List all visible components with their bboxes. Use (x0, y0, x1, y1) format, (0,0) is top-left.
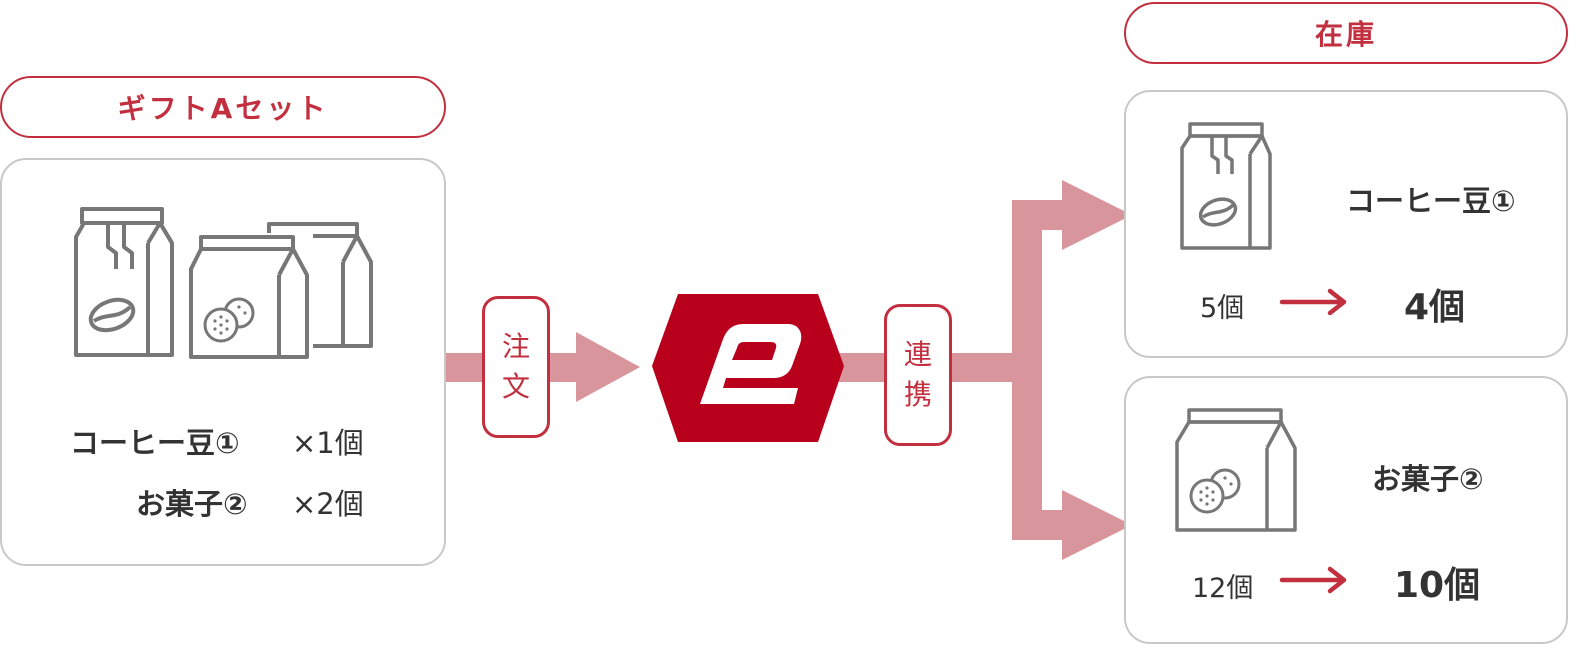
gift-set-panel (0, 158, 446, 566)
stock-sweets-after: 10個 (1394, 565, 1481, 606)
set-item-sweets-name: お菓子② (136, 487, 248, 521)
link-label: 連 携 (884, 304, 952, 446)
link-label-char-1: 連 (903, 338, 932, 371)
branch-bottom-head (1062, 490, 1132, 560)
order-label-char-1: 注 (501, 330, 530, 363)
stock-coffee-after: 4個 (1404, 287, 1466, 328)
branch-top-head (1062, 180, 1132, 250)
branch-vertical (1012, 200, 1042, 540)
coffee-bag-icon (74, 207, 174, 357)
order-label-char-2: 文 (501, 370, 530, 403)
set-item-sweets-qty: ×2個 (292, 487, 364, 521)
decrease-arrow-icon (1279, 566, 1347, 594)
gift-set-title-text: ギフトAセット (117, 92, 329, 125)
sweets-bag-icon (1175, 408, 1297, 532)
set-item-coffee-qty: ×1個 (292, 426, 364, 460)
stock-coffee-name: コーヒー豆① (1346, 184, 1516, 218)
stock-sweets-before: 12個 (1192, 573, 1254, 604)
order-label: 注 文 (482, 296, 550, 438)
e-logo-icon (652, 294, 844, 442)
stock-title: 在庫 (1124, 2, 1568, 64)
coffee-bag-icon (1180, 122, 1272, 250)
stock-sweets-name: お菓子② (1372, 462, 1484, 496)
link-label-char-2: 携 (903, 378, 932, 411)
sweets-bag-front-icon (187, 233, 313, 359)
stock-coffee-before: 5個 (1200, 293, 1245, 324)
decrease-arrow-icon (1279, 288, 1347, 316)
set-item-coffee-name: コーヒー豆① (70, 426, 240, 460)
order-arrow-head (576, 332, 640, 402)
stock-title-text: 在庫 (1314, 18, 1377, 51)
gift-set-title: ギフトAセット (0, 76, 446, 138)
